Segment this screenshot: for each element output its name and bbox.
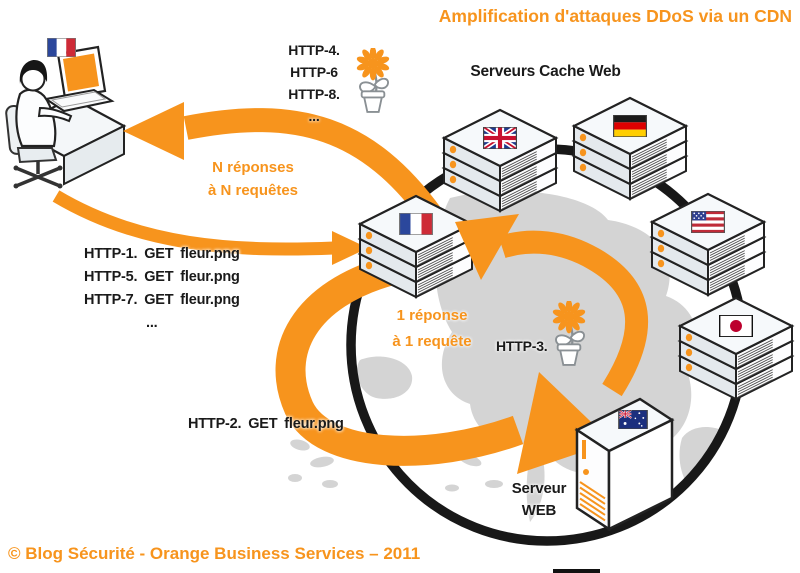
flower-pot-icon bbox=[354, 48, 392, 114]
http2-label: HTTP-2. GET fleur.png bbox=[188, 416, 344, 432]
request-ellipsis: ... bbox=[146, 315, 158, 331]
copyright-text: © Blog Sécurité - Orange Business Servic… bbox=[8, 544, 421, 563]
response-line: HTTP-6 bbox=[290, 64, 338, 80]
web-server-tower bbox=[574, 397, 675, 532]
response-line: HTTP-4. bbox=[288, 42, 340, 58]
flag-uk-icon bbox=[484, 127, 517, 149]
one-response-line2: à 1 requête bbox=[392, 333, 472, 350]
laptop-icon bbox=[43, 45, 115, 113]
flag-usa-icon bbox=[691, 211, 725, 233]
response-ellipsis: ... bbox=[308, 108, 320, 124]
web-server-line2: WEB bbox=[521, 502, 557, 519]
diagram-title: Amplification d'attaques DDoS via un CDN bbox=[438, 6, 792, 26]
request-line: HTTP-7. GET fleur.png bbox=[84, 292, 240, 308]
flag-japan-icon bbox=[719, 315, 753, 337]
attacker-user bbox=[15, 60, 73, 148]
response-list: HTTP-4. HTTP-6 HTTP-8. ... bbox=[272, 39, 356, 127]
attacker-workstation bbox=[5, 45, 127, 189]
cache-servers-label: Serveurs Cache Web bbox=[470, 63, 621, 80]
arrow-http-requests bbox=[52, 190, 368, 265]
flag-france-icon bbox=[399, 213, 433, 235]
web-server-line1: Serveur bbox=[511, 480, 567, 497]
n-responses-label: N réponses à N requêtes bbox=[183, 157, 323, 202]
one-response-label: 1 réponse à 1 requête bbox=[381, 303, 483, 355]
flag-germany-icon bbox=[613, 115, 647, 137]
flag-france-icon bbox=[47, 38, 76, 57]
flag-australia-icon bbox=[618, 410, 648, 429]
n-responses-line2: à N requêtes bbox=[207, 181, 299, 199]
arrow-http3-response bbox=[498, 230, 649, 397]
bottom-edge-artifact bbox=[553, 569, 600, 573]
n-responses-line1: N réponses bbox=[212, 159, 294, 176]
web-server-label: Serveur WEB bbox=[494, 478, 584, 522]
request-line: HTTP-5. GET fleur.png bbox=[84, 269, 240, 285]
http3-label: HTTP-3. bbox=[496, 338, 548, 354]
request-list: HTTP-1. GET fleur.png HTTP-5. GET fleur.… bbox=[84, 243, 240, 335]
one-response-line1: 1 réponse bbox=[396, 307, 468, 324]
request-line: HTTP-1. GET fleur.png bbox=[84, 246, 240, 262]
response-line: HTTP-8. bbox=[288, 86, 340, 102]
arrow-n-responses bbox=[123, 102, 442, 224]
arrow-http3-response-head bbox=[455, 214, 519, 280]
